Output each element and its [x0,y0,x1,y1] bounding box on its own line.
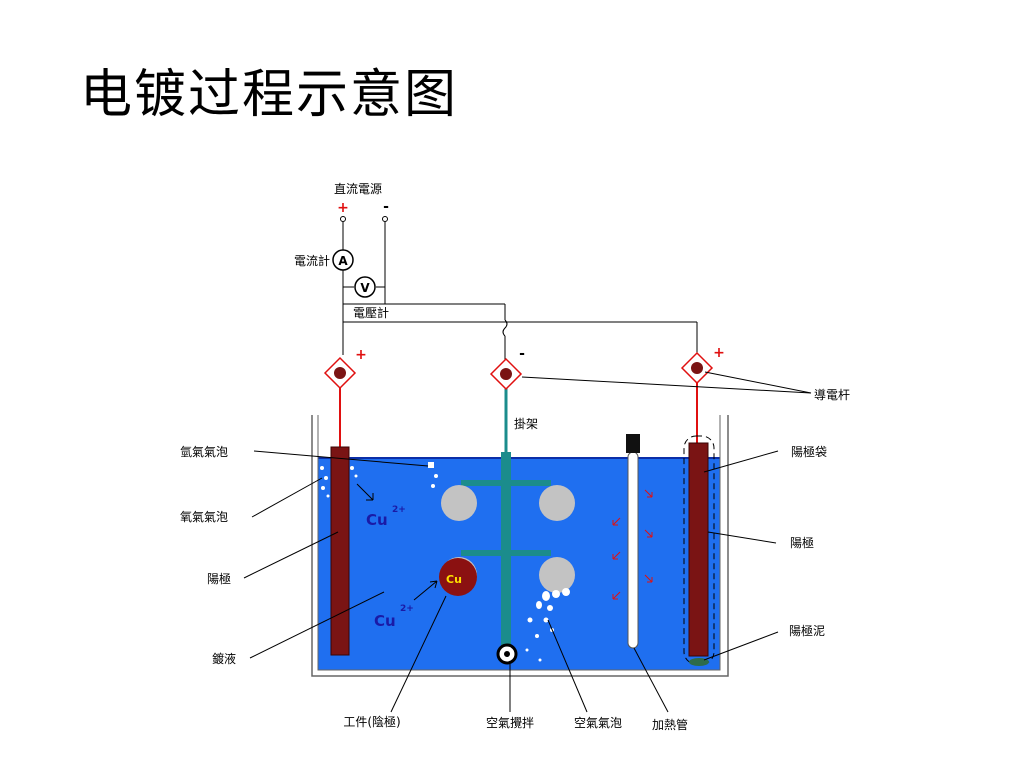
oxygen-bubbles-label: 氧氣氣泡 [180,510,228,524]
left-anode-plus: + [355,347,367,363]
cu-ion-lower-charge: 2+ [400,604,414,614]
rack-label: 掛架 [514,416,538,431]
cathode-minus: - [519,346,525,362]
air-agitation-pipe-core [504,651,510,657]
right-anode [688,442,709,657]
ammeter-symbol: A [338,254,348,268]
power-minus-sign: - [383,199,389,215]
left-anode [330,446,350,656]
right-rod-end [691,362,703,374]
air-bubbles-group [525,588,570,662]
workpiece-bottom-right [539,557,575,593]
cu-ion-upper-charge: 2+ [392,505,406,515]
anode-bag-label: 陽極袋 [791,444,827,459]
cu-atom-text: Cu [446,573,462,586]
ion-arrow-lower [413,580,438,601]
conductive-rod-label: 導電杆 [814,388,850,402]
plating-solution [318,458,720,670]
workpiece-top-left [441,485,477,521]
plus-terminal [340,216,346,222]
voltmeter-label: 電壓計 [353,305,389,320]
rack-bar [501,452,511,662]
plating-solution-label: 鍍液 [212,651,236,666]
air-bubbles-label: 空氣氣泡 [574,716,622,730]
voltmeter-symbol: V [360,281,370,295]
anode-left-label: 陽極 [207,571,231,586]
cu-ion-lower: Cu [374,612,396,630]
ammeter-label: 電流計 [294,253,330,268]
rack-arm-bottom [461,550,551,556]
rack-arm-top [461,480,551,486]
air-agitation-label: 空氣攪拌 [486,715,534,730]
heater-label: 加熱管 [652,717,688,732]
heater-cap [626,434,640,453]
workpiece-top-right [539,485,575,521]
wiring [342,222,698,366]
heater-tube [627,451,639,649]
anode-mud-label: 陽極泥 [789,623,825,638]
tank-inner-wall [317,415,721,671]
cu-atom [439,558,477,596]
dc-power-label: 直流電源 [334,182,382,196]
minus-terminal [382,216,388,222]
leader-lines [243,371,812,713]
workpiece-cathode-label: 工件(陰極) [343,714,400,729]
ammeter-icon [332,249,354,271]
heat-arrows [612,489,653,600]
oxygen-bubbles-group [320,466,358,498]
left-rod-end [334,367,346,379]
hydrogen-bubbles-label: 氫氣氣泡 [180,444,228,459]
hydrogen-bubbles-group [428,462,438,488]
cu-ion-upper: Cu [366,511,388,529]
voltmeter-icon [354,276,376,298]
anode-right-label: 陽極 [790,535,814,550]
power-plus-sign: + [337,200,349,216]
right-anode-plus: + [713,345,725,361]
center-rod-end [500,368,512,380]
ion-arrow-upper [356,483,374,501]
tank-outer-wall [311,415,729,677]
slide-title: 电镀过程示意图 [80,65,459,125]
